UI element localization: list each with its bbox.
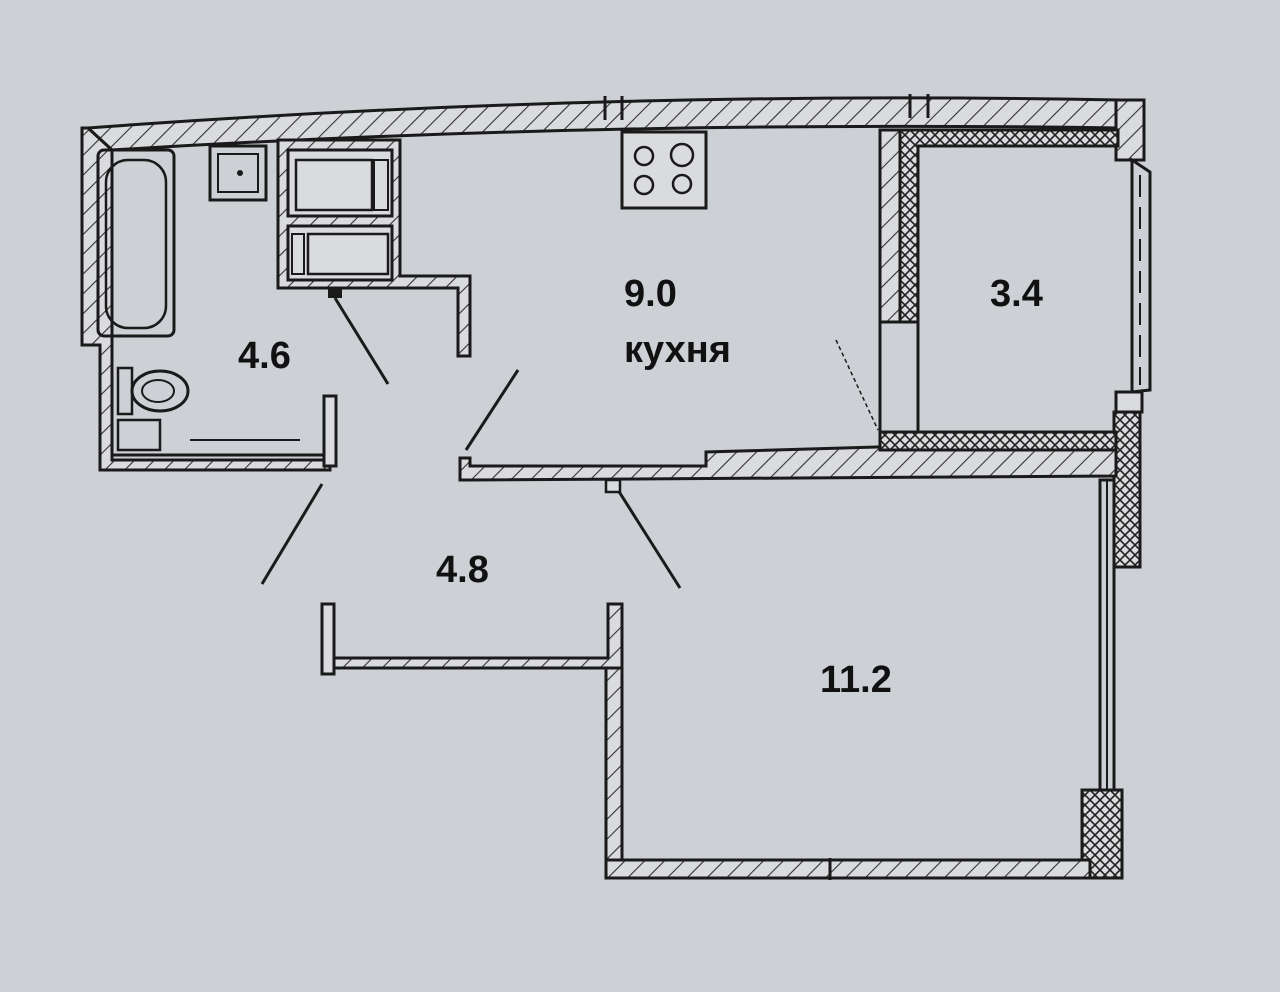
stove-icon — [620, 130, 708, 210]
living-room-walls — [604, 666, 1092, 880]
storage-area-label: 3.4 — [990, 273, 1043, 315]
hallway-area-label: 4.8 — [436, 549, 489, 591]
washing-machine-icon — [116, 418, 300, 452]
storage-walls — [878, 128, 1120, 452]
hallway-walls — [320, 394, 624, 676]
living-area-label: 11.2 — [820, 659, 892, 701]
bathroom-walls — [80, 126, 332, 472]
bathtub-icon — [96, 148, 176, 338]
wardrobe-block — [276, 138, 472, 358]
outer-wall-right — [1080, 98, 1152, 880]
toilet-icon — [116, 366, 190, 416]
kitchen-area-label: 9.0 — [624, 273, 677, 315]
bathroom-area-label: 4.6 — [238, 335, 291, 377]
kitchen-name-label: кухня — [624, 329, 731, 371]
door-swings — [260, 297, 879, 589]
sink-icon — [208, 144, 268, 202]
